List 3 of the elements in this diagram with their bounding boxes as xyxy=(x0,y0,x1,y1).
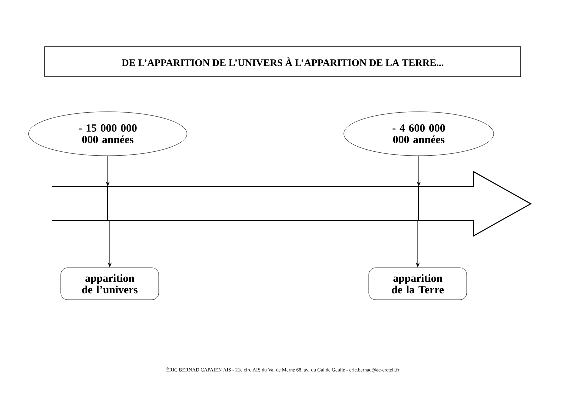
event-box: apparition de l’univers xyxy=(60,268,160,300)
title-box: DE L’APPARITION DE L’UNIVERS À L’APPARITION DE LA TERRE... xyxy=(44,46,522,78)
event-box: apparition de la Terre xyxy=(368,268,468,300)
